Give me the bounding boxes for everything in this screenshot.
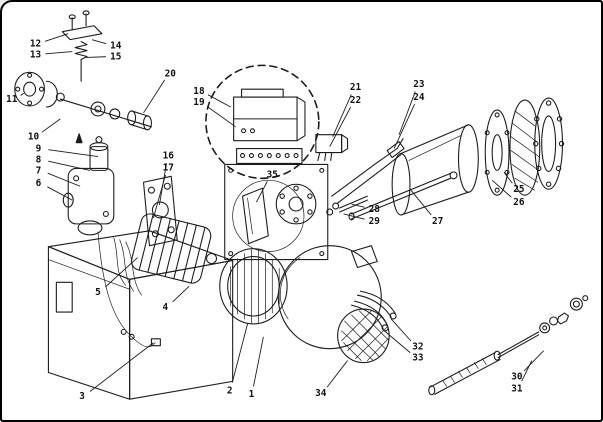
- part-label-6: 6: [36, 178, 42, 189]
- part-label-1: 1: [249, 389, 255, 400]
- leader-line-31: [521, 360, 533, 382]
- gasket-drawing: [242, 187, 269, 245]
- leader-line-29: [343, 213, 365, 220]
- mounting-plate-drawing: [142, 175, 178, 247]
- leader-line-11: [20, 92, 24, 96]
- part-label-2: 2: [227, 385, 233, 396]
- round-flange-drawing: [275, 183, 317, 225]
- top-shaft-assembly-drawing: [61, 10, 103, 82]
- leader-line-27: [410, 189, 432, 216]
- part-label-27: 27: [432, 216, 443, 227]
- coupling-shaft-drawing: [59, 98, 152, 131]
- part-label-11: 11: [6, 94, 18, 105]
- fuel-pump-drawing: [62, 133, 115, 236]
- motor-drawing: [130, 213, 218, 284]
- blast-tube-drawing: [391, 97, 565, 216]
- part-label-12: 12: [30, 39, 41, 50]
- part-label-34: 34: [315, 388, 327, 399]
- part-label-16: 16: [163, 151, 175, 162]
- part-label-5: 5: [95, 287, 101, 298]
- leader-line-14: [91, 39, 107, 45]
- labels-layer: 1234567891011121314151617181920212223242…: [6, 39, 525, 403]
- part-label-14: 14: [110, 41, 122, 52]
- leader-line-13: [45, 51, 73, 55]
- part-label-3: 3: [79, 391, 85, 402]
- part-label-32: 32: [412, 342, 423, 353]
- part-label-24: 24: [413, 92, 425, 103]
- pipe-and-fittings-drawing: [326, 171, 458, 221]
- leader-line-20: [143, 79, 166, 114]
- leader-line-21: [332, 94, 352, 137]
- part-label-22: 22: [350, 95, 361, 106]
- grille-hatch-lines: [510, 110, 540, 191]
- leader-line-1: [253, 336, 264, 387]
- leader-line-9: [48, 149, 99, 157]
- leader-line-25: [503, 172, 513, 184]
- leader-line-12: [44, 33, 69, 42]
- part-label-13: 13: [30, 49, 42, 60]
- motor-wires-drawing: [113, 237, 142, 296]
- leader-line-28: [351, 203, 365, 208]
- part-label-31: 31: [511, 383, 523, 394]
- combustion-head-drawing: [277, 245, 390, 364]
- leader-line-8: [48, 160, 91, 171]
- leader-line-35: [256, 181, 268, 203]
- leader-line-30: [523, 350, 545, 372]
- part-label-33: 33: [412, 353, 424, 364]
- braid-tick-lines: [442, 358, 487, 387]
- electrode-assembly-drawing: [331, 138, 405, 204]
- fan-hatch-lines: [230, 249, 280, 324]
- leader-line-3: [89, 342, 154, 392]
- leader-line-2: [231, 323, 248, 383]
- leader-line-23: [398, 91, 416, 135]
- leader-line-10: [41, 118, 61, 133]
- control-box-highlight-circle: [205, 64, 320, 180]
- pump-drive-flange-drawing: [14, 71, 65, 108]
- part-label-10: 10: [28, 132, 40, 143]
- part-label-19: 19: [193, 97, 205, 108]
- leader-line-22: [329, 106, 352, 147]
- leader-line-32: [390, 318, 412, 342]
- part-label-28: 28: [369, 204, 381, 215]
- leader-line-18: [207, 94, 231, 108]
- part-label-17: 17: [163, 162, 174, 173]
- part-label-15: 15: [110, 51, 122, 62]
- part-label-23: 23: [413, 79, 425, 90]
- part-label-8: 8: [36, 154, 42, 165]
- part-label-30: 30: [511, 371, 523, 382]
- leader-line-17: [152, 174, 166, 219]
- mesh-hatch-lines: [341, 310, 389, 361]
- leader-line-6: [47, 186, 73, 201]
- part-label-4: 4: [162, 302, 168, 313]
- part-label-7: 7: [36, 165, 42, 176]
- leader-line-33: [382, 329, 411, 353]
- leader-lines-layer: [20, 33, 545, 392]
- control-box-drawing: [233, 88, 306, 164]
- hoses-drawing: [350, 290, 397, 332]
- part-label-26: 26: [513, 197, 525, 208]
- leader-line-4: [172, 285, 190, 303]
- nozzle-line-drawing: [428, 295, 589, 396]
- leader-line-15: [86, 56, 106, 58]
- relay-drawing: [315, 134, 349, 162]
- part-label-35: 35: [267, 169, 279, 180]
- part-label-29: 29: [369, 216, 381, 227]
- leader-line-5: [105, 257, 138, 288]
- part-label-21: 21: [350, 82, 362, 93]
- part-label-18: 18: [193, 86, 205, 97]
- leader-line-34: [326, 360, 348, 388]
- part-label-25: 25: [513, 184, 525, 195]
- leader-line-19: [206, 106, 236, 128]
- burner-housing-drawing: [47, 230, 234, 400]
- leader-line-26: [491, 179, 512, 198]
- leader-line-7: [47, 172, 81, 187]
- part-label-20: 20: [165, 68, 177, 79]
- leader-line-24: [393, 104, 415, 149]
- artwork-layer: [14, 10, 589, 400]
- part-label-9: 9: [36, 144, 42, 155]
